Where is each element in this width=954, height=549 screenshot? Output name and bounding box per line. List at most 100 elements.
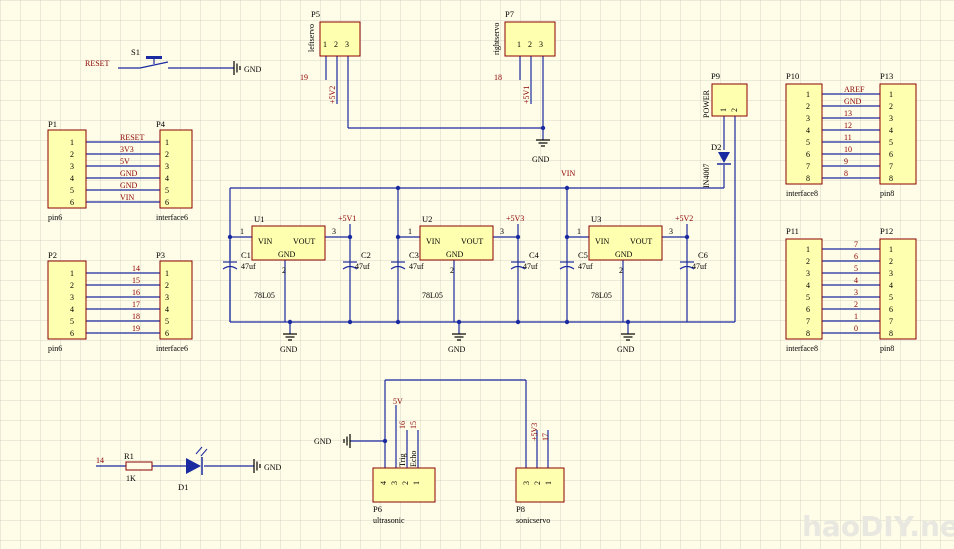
p4-net-5: VIN [120,193,134,202]
connector-bodies [47,21,917,503]
reg1-pin3: 3 [332,227,336,236]
p13-net-1: GND [844,97,862,106]
p13-net-0: AREF [844,85,865,94]
p12-net-5: 2 [854,300,858,309]
p11-pin-2: 2 [806,257,810,266]
p2-pin-6: 6 [70,329,74,338]
p3-pin-3: 3 [165,293,169,302]
diode-d2-symbol [717,152,731,165]
p1-pin-4: 4 [70,174,74,183]
p7-net-5v1: +5V1 [522,86,531,104]
p4-pin-5: 5 [165,186,169,195]
p10-pin-4: 4 [806,126,810,135]
p12-pin-3: 3 [889,269,893,278]
reg1-cout-ref: C2 [361,250,371,260]
p12-name: pin8 [880,344,894,353]
reg3-value: 78L05 [591,291,612,300]
p13-pin-2: 2 [889,102,893,111]
r1-value: 1K [126,474,136,483]
p2-pin-4: 4 [70,305,74,314]
p6-pin3: 3 [390,481,399,485]
reg2-cout-ref: C4 [529,250,540,260]
p3-pin-5: 5 [165,317,169,326]
p13-name: pin8 [880,189,894,198]
p10-pin-8: 8 [806,174,810,183]
p9-ref: P9 [711,71,720,81]
p1-ref: P1 [48,119,57,129]
p11-name: interface8 [786,344,818,353]
p12-ref: P12 [880,226,893,236]
reg1-cin-value: 47uf [241,262,256,271]
wires [86,56,880,468]
reg2-pin2: 2 [450,266,454,275]
reg2-pin1: 1 [408,227,412,236]
p6-pin2: 2 [401,481,410,485]
reg1-vout-label: VOUT [293,237,315,246]
reg3-cout-ref: C6 [698,250,708,260]
p5-net-19: 19 [300,73,308,82]
p2-ref: P2 [48,250,57,260]
vin-net-label: VIN [561,169,575,178]
reg2-out-net: +5V3 [506,214,524,223]
reg3-pin2: 2 [619,266,623,275]
p6-net-15: 15 [409,421,418,429]
p4-pin-4: 4 [165,174,169,183]
p10-pin-5: 5 [806,138,810,147]
reg1-out-net: +5V1 [338,214,356,223]
p3-net-2: 16 [132,288,140,297]
p3-name: interface6 [156,344,188,353]
p11-pin-1: 1 [806,245,810,254]
p2-name: pin6 [48,344,62,353]
p12-pin-1: 1 [889,245,893,254]
p10-pin-7: 7 [806,162,810,171]
p12-net-1: 6 [854,252,858,261]
p7-pin1: 1 [517,40,521,49]
p4-net-1: 3V3 [120,145,134,154]
p5-net-5v2: +5V2 [328,86,337,104]
p5-pin3: 3 [345,40,349,49]
p11-pin-6: 6 [806,305,810,314]
p3-net-4: 18 [132,312,140,321]
p12-pin-5: 5 [889,293,893,302]
p10-pin-6: 6 [806,150,810,159]
reg2-cin-value: 47uf [409,262,424,271]
p9-name: POWER [702,89,711,118]
p4-net-2: 5V [120,157,130,166]
p5-name: leftservo [307,24,316,52]
p3-pin-1: 1 [165,269,169,278]
r1-net-14: 14 [96,456,104,465]
p3-pin-4: 4 [165,305,169,314]
p13-pin-3: 3 [889,114,893,123]
reg3-vin-label: VIN [595,237,609,246]
p13-ref: P13 [880,71,893,81]
switch-s1-symbol [139,56,169,69]
r1-ref: R1 [124,451,134,461]
p1-name: pin6 [48,213,62,222]
p12-net-6: 1 [854,312,858,321]
p12-net-2: 5 [854,264,858,273]
reg3-cin-value: 47uf [578,262,593,271]
p12-net-3: 4 [854,276,858,285]
p13-pin-8: 8 [889,174,893,183]
reg3-cin-ref: C5 [578,250,588,260]
reset-net-label: RESET [85,59,110,68]
d1-ref: D1 [178,482,188,492]
p6-name: ultrasonic [373,516,405,525]
p10-ref: P10 [786,71,799,81]
reg2-vout-label: VOUT [461,237,483,246]
p11-ref: P11 [786,226,799,236]
gnd-label-ultrasonic: GND [314,437,332,446]
reg2-vin-label: VIN [426,237,440,246]
reg1-value: 78L05 [254,291,275,300]
p12-pin-8: 8 [889,329,893,338]
p4-pin-1: 1 [165,138,169,147]
p12-pin-4: 4 [889,281,893,290]
p3-ref: P3 [156,250,165,260]
p8-pin2: 2 [533,481,542,485]
p13-pin-1: 1 [889,90,893,99]
p3-pin-2: 2 [165,281,169,290]
p8-net-5v3: +5V3 [530,423,539,441]
reg3-gnd-pin-label: GND [615,250,633,259]
